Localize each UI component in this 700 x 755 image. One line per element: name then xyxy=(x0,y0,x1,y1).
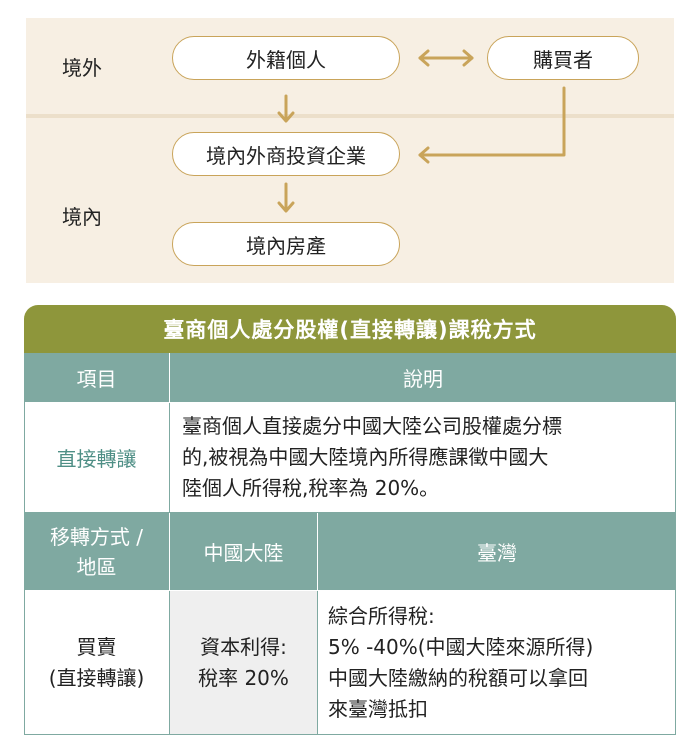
row1-desc-line-1: 臺商個人直接處分中國大陸公司股權處分標 xyxy=(182,414,562,438)
row1-desc: 臺商個人直接處分中國大陸公司股權處分標 的,被視為中國大陸境內所得應課徵中國大 … xyxy=(170,403,676,513)
row3-taiwan-line-4: 來臺灣抵扣 xyxy=(328,696,428,721)
down-arrow-2-head xyxy=(277,201,295,213)
fie-box: 境內外商投資企業 xyxy=(172,132,400,176)
band-divider xyxy=(26,114,674,118)
row2-label: 移轉方式 / 地區 xyxy=(24,513,170,591)
row2-label-line-1: 移轉方式 / xyxy=(49,524,144,549)
row1-desc-line-2: 的,被視為中國大陸境內所得應課徵中國大 xyxy=(182,445,549,469)
row3-taiwan-line-1: 綜合所得稅: xyxy=(328,603,435,628)
col-mainland: 中國大陸 xyxy=(170,513,318,591)
row3-label: 買賣 (直接轉讓) xyxy=(24,591,170,735)
buyer-to-fie-arrow-line xyxy=(418,86,566,157)
buyer-box: 購買者 xyxy=(487,36,639,80)
ownership-diagram: 境外 境內 外籍個人 購買者 境內外商投資企業 境內房產 xyxy=(26,18,674,283)
double-arrow-left-head xyxy=(418,49,430,67)
row2-label-line-2: 地區 xyxy=(76,554,117,579)
property-box: 境內房產 xyxy=(172,222,400,266)
double-arrow-right-head xyxy=(462,49,474,67)
col-taiwan: 臺灣 xyxy=(318,513,676,591)
foreign-individual-box: 外籍個人 xyxy=(172,36,400,80)
zone-inside-label: 境內 xyxy=(62,205,102,229)
table-title: 臺商個人處分股權(直接轉讓)課稅方式 xyxy=(24,305,676,353)
row1-label: 直接轉讓 xyxy=(24,403,170,513)
row3-mainland-line-1: 資本利得: xyxy=(200,634,287,659)
row3-mainland: 資本利得: 稅率 20% xyxy=(170,591,318,735)
row3-taiwan-line-3: 中國大陸繳納的稅額可以拿回 xyxy=(328,665,588,690)
row3-mainland-line-2: 稅率 20% xyxy=(198,665,289,690)
row3-taiwan-line-2: 5% -40%(中國大陸來源所得) xyxy=(328,634,594,659)
buyer-to-fie-arrow-head xyxy=(418,146,430,164)
header-item: 項目 xyxy=(24,353,170,403)
row3-taiwan: 綜合所得稅: 5% -40%(中國大陸來源所得) 中國大陸繳納的稅額可以拿回 來… xyxy=(318,591,676,735)
row3-label-line-1: 買賣 xyxy=(76,634,117,659)
header-desc: 說明 xyxy=(170,353,676,403)
row1-desc-line-3: 陸個人所得稅,稅率為 20%。 xyxy=(182,476,440,500)
row3-label-line-2: (直接轉讓) xyxy=(48,665,145,690)
tax-table: 臺商個人處分股權(直接轉讓)課稅方式 項目 說明 直接轉讓 臺商個人直接處分中國… xyxy=(24,305,676,735)
down-arrow-1-head xyxy=(277,111,295,123)
zone-outside-label: 境外 xyxy=(62,56,102,80)
diagram-arrows xyxy=(277,49,566,213)
